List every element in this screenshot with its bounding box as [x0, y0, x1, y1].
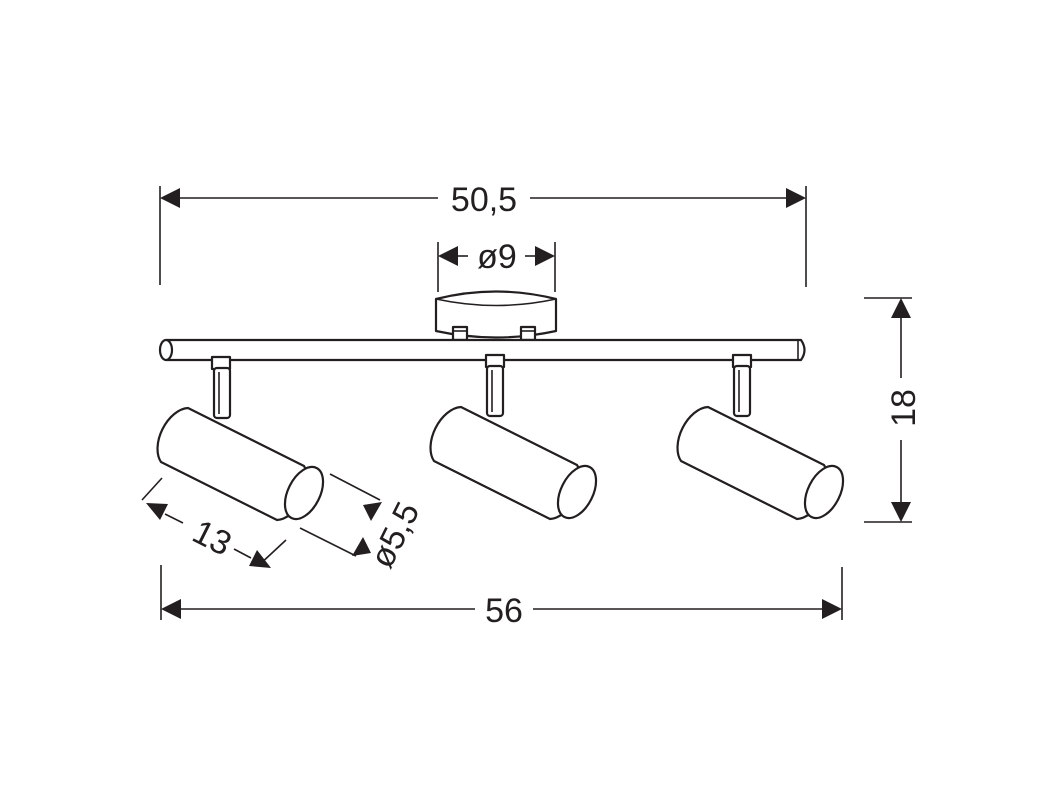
canopy: [434, 290, 558, 342]
dimension-height: 18: [864, 297, 923, 523]
spotlight-left: [156, 355, 325, 522]
mount-width-label: 50,5: [451, 181, 517, 219]
height-label: 18: [885, 389, 923, 427]
spotlight-middle: [429, 353, 598, 521]
canopy-diameter-label: ø9: [477, 238, 517, 276]
total-width-label: 56: [485, 592, 523, 630]
shade-length-label: 13: [187, 513, 238, 564]
dimension-total-width: 56: [160, 565, 843, 630]
dimension-canopy-diameter: ø9: [437, 238, 556, 292]
spotlight-right: [676, 353, 845, 521]
dimension-mount-width: 50,5: [159, 181, 807, 287]
mounting-bar: [158, 338, 806, 362]
